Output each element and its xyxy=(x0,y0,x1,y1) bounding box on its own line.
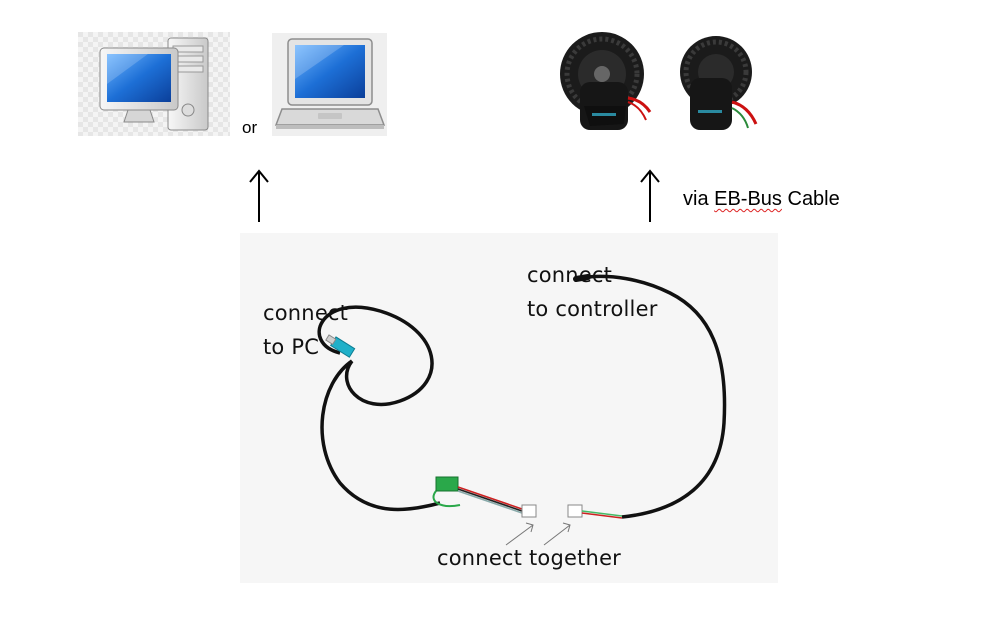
via-prefix: via xyxy=(683,188,715,210)
connect-together-label: connect together xyxy=(437,546,622,570)
connect-to-pc-label: connect to PC xyxy=(263,296,348,364)
laptop-icon xyxy=(272,33,387,136)
right-plug xyxy=(567,504,583,518)
label-line: connect xyxy=(263,301,349,325)
eb-bus-caption: via EB-Bus Cable xyxy=(683,188,840,211)
up-arrow-icon xyxy=(248,168,270,224)
cable-illustration xyxy=(317,274,727,546)
label-line: to PC xyxy=(263,335,320,359)
or-label: or xyxy=(242,118,258,137)
left-plug xyxy=(521,504,537,518)
eb-bus-term: EB-Bus xyxy=(714,188,782,210)
cable-photo xyxy=(240,233,778,583)
usb-connector xyxy=(325,334,356,358)
desktop-computer-icon xyxy=(78,32,230,136)
mid-drive-motor-icon xyxy=(550,28,658,136)
adapter-board xyxy=(432,476,461,507)
label-line: connect xyxy=(527,263,613,287)
connect-to-controller-label: connect to controller xyxy=(527,258,658,326)
mid-drive-motor-icon xyxy=(668,28,778,136)
up-arrow-icon xyxy=(639,168,661,224)
label-line: to controller xyxy=(527,297,658,321)
via-suffix: Cable xyxy=(781,188,840,210)
